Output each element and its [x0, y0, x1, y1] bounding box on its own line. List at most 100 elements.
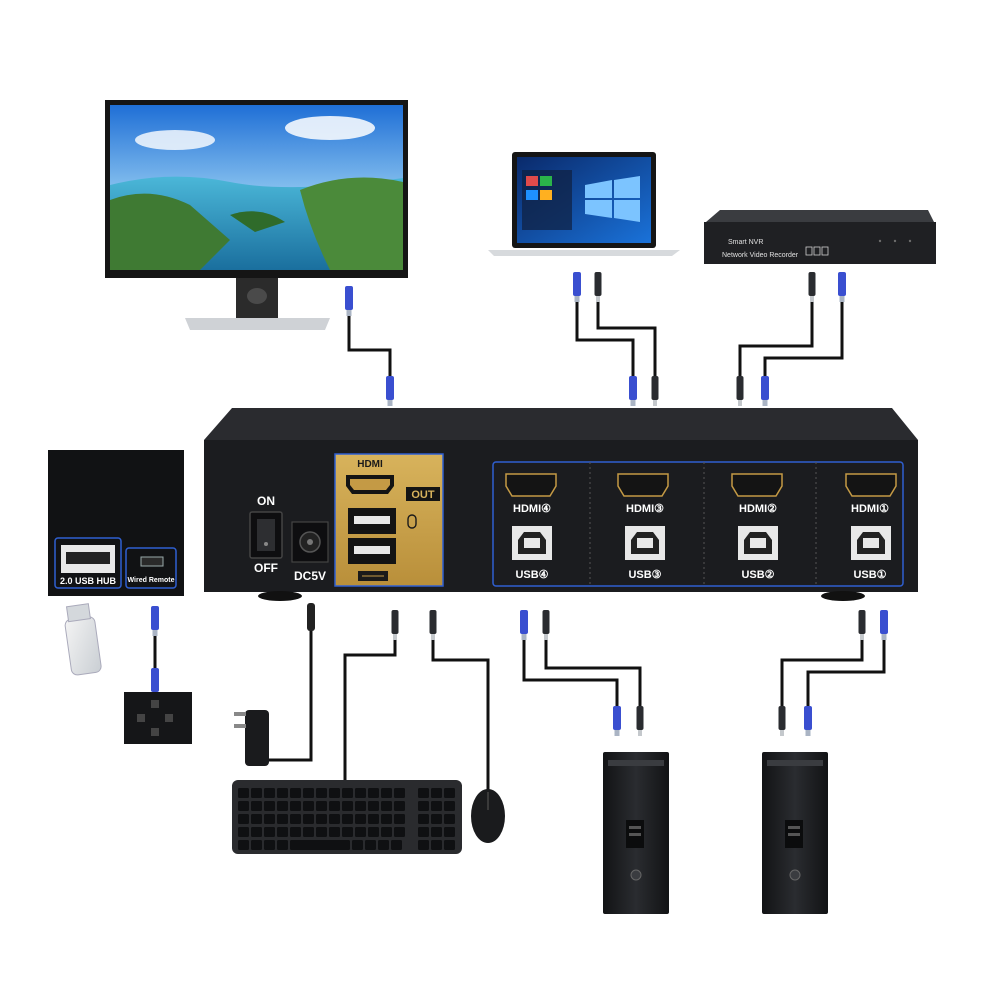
- power-button-icon: [630, 869, 642, 881]
- keyboard-key: [342, 788, 353, 798]
- keyboard-key: [264, 788, 275, 798]
- cable-laptop-usb: [596, 292, 657, 378]
- cables-bottom-right: [522, 628, 886, 710]
- input-port-group-4: HDMI④ USB④: [505, 473, 557, 581]
- keyboard-key: [378, 840, 389, 850]
- keyboard-key: [277, 801, 288, 811]
- keyboard-key: [264, 814, 275, 824]
- keyboard-key: [444, 801, 455, 811]
- keyboard-key: [381, 827, 392, 837]
- cables-bottom-left: [265, 628, 490, 790]
- pc-tower-1: [603, 752, 669, 914]
- keyboard-key: [355, 788, 366, 798]
- keyboard-key: [290, 814, 301, 824]
- keyboard-key: [251, 840, 262, 850]
- power-button-icon: [789, 869, 801, 881]
- usb-plug-icon: [391, 610, 399, 640]
- keyboard-key: [277, 827, 288, 837]
- remote-button-2[interactable]: [137, 714, 145, 722]
- hdmi-plug-icon: [804, 706, 812, 736]
- hdmi-in-port-1[interactable]: [845, 473, 897, 497]
- keyboard-key: [303, 814, 314, 824]
- input-port-group-1: HDMI① USB①: [845, 473, 897, 581]
- usb-plug-icon: [542, 610, 550, 640]
- hdmi-out-title: HDMI: [357, 459, 383, 470]
- keyboard-key: [251, 827, 262, 837]
- usb-in-label-4: USB④: [515, 569, 548, 581]
- keyboard-key: [238, 788, 249, 798]
- keyboard-key: [391, 840, 402, 850]
- input-port-group-2: HDMI② USB②: [731, 473, 783, 581]
- cables-top: [347, 292, 844, 378]
- windows-logo-icon: [585, 176, 640, 222]
- keyboard-key: [418, 801, 429, 811]
- remote-pad: [124, 692, 192, 744]
- keyboard-key: [316, 814, 327, 824]
- remote-button-1[interactable]: [151, 700, 159, 708]
- remote-button-4[interactable]: [151, 728, 159, 736]
- power-rocker[interactable]: [257, 519, 275, 551]
- keyboard-key: [303, 801, 314, 811]
- usb-plug-icon: [858, 610, 866, 640]
- remote-button-3[interactable]: [165, 714, 173, 722]
- keyboard-key: [431, 788, 442, 798]
- keyboard-key: [290, 788, 301, 798]
- power-adapter: [234, 710, 269, 766]
- input-ports-frame: [492, 461, 904, 587]
- keyboard-key: [303, 788, 314, 798]
- keyboard-key: [394, 814, 405, 824]
- keyboard-key: [329, 801, 340, 811]
- keyboard-key: [251, 814, 262, 824]
- laptop: [488, 152, 680, 256]
- keyboard-key: [444, 814, 455, 824]
- monitor: [105, 100, 408, 330]
- hdmi-plug-icon: [629, 376, 637, 406]
- hdmi-plug-icon: [838, 272, 846, 302]
- keyboard-key: [277, 840, 288, 850]
- keyboard-key: [316, 788, 327, 798]
- hdmi-plug-icon: [573, 272, 581, 302]
- hdmi-in-port-3[interactable]: [617, 473, 669, 497]
- keyboard-key: [418, 788, 429, 798]
- cable-mouse: [431, 628, 490, 790]
- usb-in-label-3: USB③: [628, 569, 661, 581]
- usb-plug-icon: [594, 272, 602, 302]
- keyboard-key: [303, 827, 314, 837]
- monitor-stand-base: [185, 318, 330, 330]
- usb-in-label-2: USB②: [741, 569, 774, 581]
- keyboard-key: [444, 840, 455, 850]
- hdmi-in-label-1: HDMI①: [851, 503, 889, 515]
- keyboard-key: [418, 827, 429, 837]
- keyboard-key: [264, 827, 275, 837]
- keyboard-key: [251, 801, 262, 811]
- keyboard-key: [431, 801, 442, 811]
- keyboard-key: [316, 827, 327, 837]
- keyboard-key: [290, 801, 301, 811]
- hdmi-in-port-2[interactable]: [731, 473, 783, 497]
- keyboard-key: [394, 827, 405, 837]
- keyboard-key: [316, 801, 327, 811]
- usb-hub-label: 2.0 USB HUB: [60, 576, 117, 586]
- keyboard-key: [368, 827, 379, 837]
- hdmi-in-label-3: HDMI③: [626, 503, 664, 515]
- wired-remote-port[interactable]: [140, 556, 164, 567]
- keyboard-key: [381, 801, 392, 811]
- hdmi-plug-icon: [761, 376, 769, 406]
- nvr-brand: Smart NVR: [728, 239, 763, 246]
- cable-pc2-usb: [780, 628, 864, 710]
- wired-remote: [124, 606, 192, 744]
- keyboard-key: [352, 840, 363, 850]
- keyboard-key: [264, 801, 275, 811]
- keyboard: [232, 780, 462, 854]
- hdmi-in-label-2: HDMI②: [739, 503, 777, 515]
- kvm-rear-panel: [204, 440, 918, 592]
- keyboard-key: [355, 827, 366, 837]
- kvm-top-surface: [204, 408, 918, 440]
- usb-in-label-1: USB①: [853, 569, 886, 581]
- keyboard-key: [394, 788, 405, 798]
- hdmi-in-port-4[interactable]: [505, 473, 557, 497]
- keyboard-key: [394, 801, 405, 811]
- laptop-base: [488, 250, 680, 256]
- out-label: OUT: [411, 489, 435, 501]
- cable-nvr-hdmi: [763, 292, 844, 378]
